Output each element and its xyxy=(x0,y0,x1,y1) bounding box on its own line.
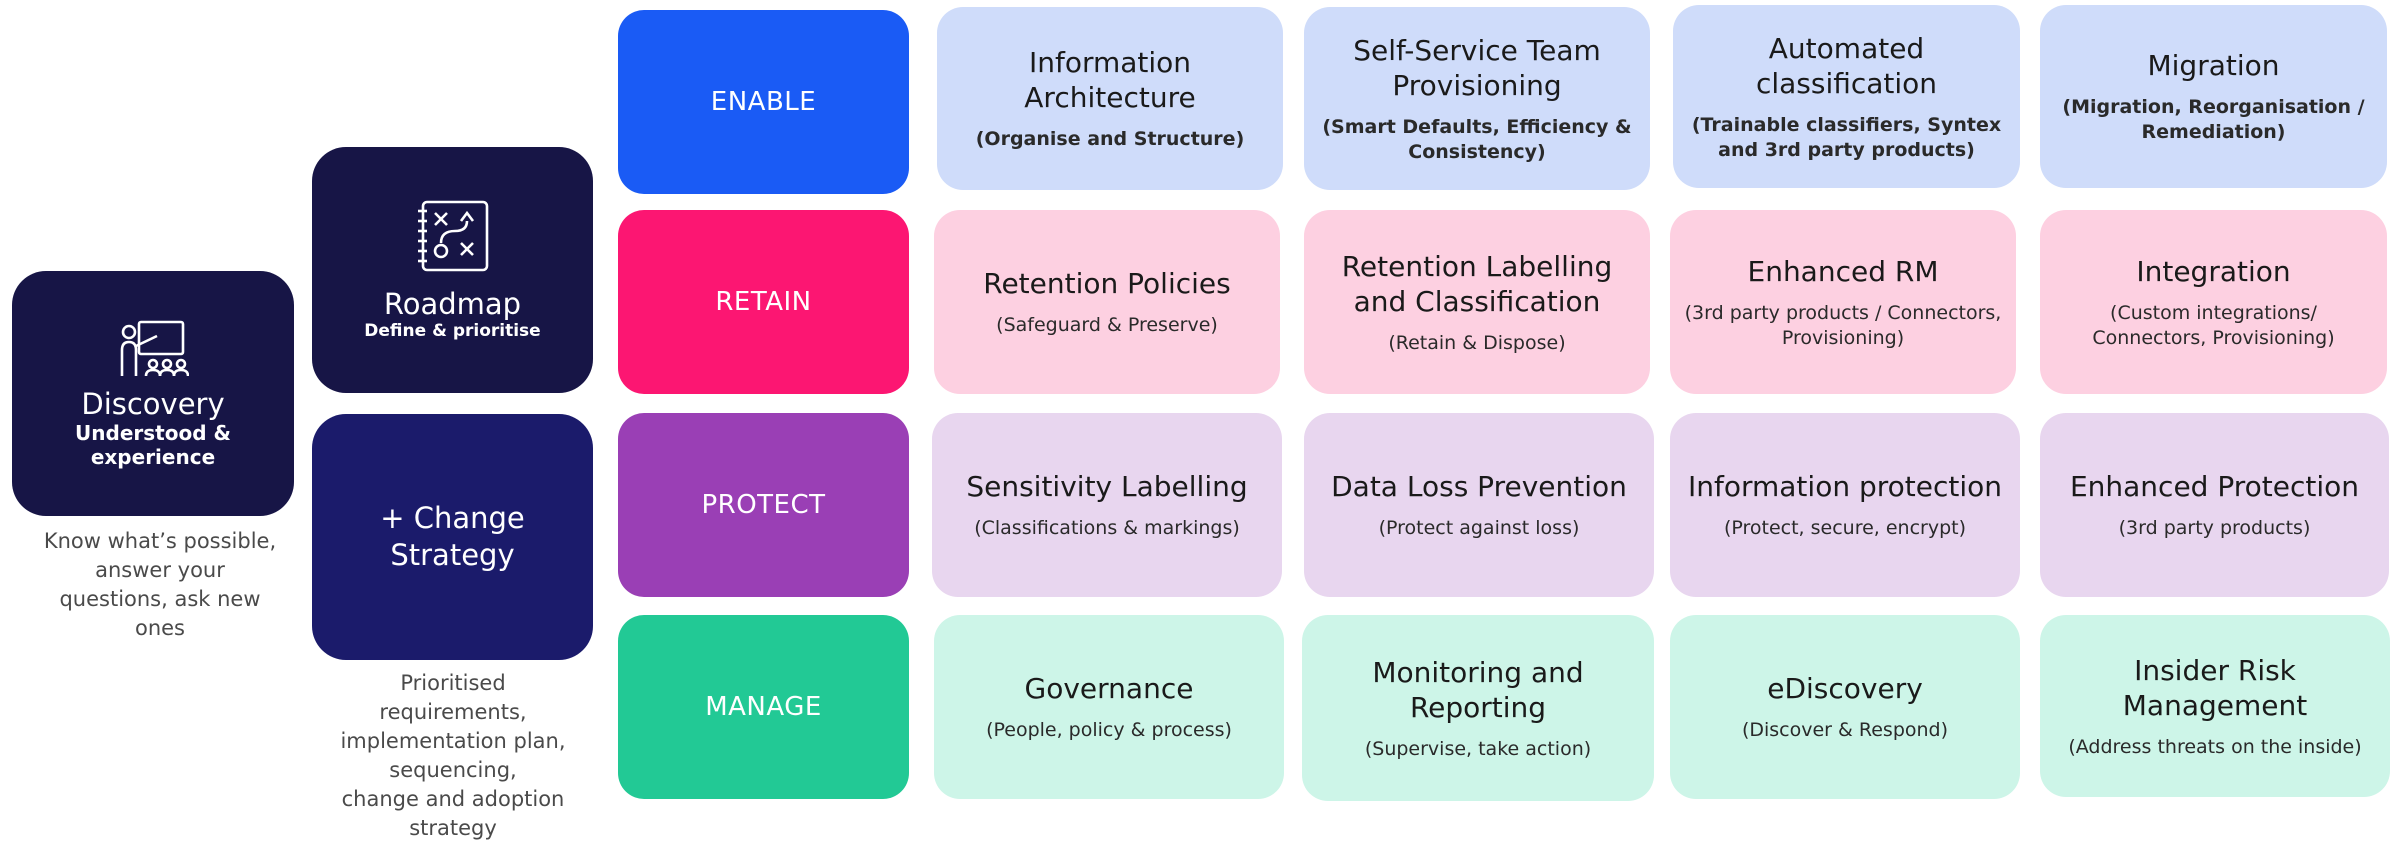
card-subtitle: (3rd party products) xyxy=(2118,517,2311,539)
caption-line: strategy xyxy=(409,816,497,840)
card-title: Enhanced RM xyxy=(1747,254,1939,288)
roadmap-box: Roadmap Define & prioritise xyxy=(312,147,593,393)
card-title: Self-Service Team Provisioning xyxy=(1353,33,1601,102)
card-title: Information Architecture xyxy=(1024,46,1196,114)
card-title: Enhanced Protection xyxy=(2069,470,2360,503)
card-subtitle: (3rd party products / Connectors, Provis… xyxy=(1684,301,2002,349)
card-title: Automated classification xyxy=(1755,31,1938,100)
card-subtitle: (Discover & Respond) xyxy=(1741,719,1949,741)
card-subtitle: (Protect, secure, encrypt) xyxy=(1723,517,1967,539)
card-title: Sensitivity Labelling xyxy=(966,470,1248,503)
card-title: Insider Risk Management xyxy=(2122,653,2308,722)
card-title: Retention Policies xyxy=(983,267,1231,300)
caption-line: requirements, xyxy=(379,700,527,724)
discovery-box: Discovery Understood & experience xyxy=(12,271,294,516)
category-manage: MANAGE xyxy=(618,615,909,799)
card-title: Data Loss Prevention xyxy=(1331,470,1627,503)
roadmap-title: Roadmap xyxy=(383,287,522,321)
card-integration: Integration (Custom integrations/ Connec… xyxy=(2040,210,2387,394)
card-subtitle: (Retain & Dispose) xyxy=(1388,331,1566,354)
card-subtitle: (Trainable classifiers, Syntex and 3rd p… xyxy=(1691,113,2002,161)
card-enhanced-protection: Enhanced Protection (3rd party products) xyxy=(2040,413,2389,597)
card-subtitle: (Smart Defaults, Efficiency & Consistenc… xyxy=(1322,115,1632,163)
card-retention-policies: Retention Policies (Safeguard & Preserve… xyxy=(934,210,1280,394)
card-subtitle: (People, policy & process) xyxy=(986,719,1232,741)
card-title: Information protection xyxy=(1687,470,2002,503)
discovery-subtitle-line2: experience xyxy=(90,445,216,469)
presentation-teacher-icon xyxy=(120,320,189,377)
card-self-service-team-provisioning: Self-Service Team Provisioning (Smart De… xyxy=(1304,7,1650,190)
category-protect: PROTECT xyxy=(618,413,909,597)
card-sensitivity-labelling: Sensitivity Labelling (Classifications &… xyxy=(932,413,1282,597)
card-data-loss-prevention: Data Loss Prevention (Protect against lo… xyxy=(1304,413,1654,597)
card-title: Integration xyxy=(2136,254,2291,288)
card-title: Retention Labelling and Classification xyxy=(1341,249,1613,318)
card-subtitle: (Custom integrations/ Connectors, Provis… xyxy=(2092,301,2335,349)
caption-line: Prioritised xyxy=(400,671,506,695)
caption-line: ones xyxy=(134,616,186,640)
card-enhanced-rm: Enhanced RM (3rd party products / Connec… xyxy=(1670,210,2016,394)
change-strategy-caption: Prioritised requirements, implementation… xyxy=(320,669,586,843)
caption-line: change and adoption xyxy=(341,787,565,811)
change-strategy-box: + Change Strategy xyxy=(312,414,593,660)
strategy-plan-icon xyxy=(417,200,488,272)
roadmap-subtitle: Define & prioritise xyxy=(364,321,541,341)
card-monitoring-reporting: Monitoring and Reporting (Supervise, tak… xyxy=(1302,615,1654,801)
card-governance: Governance (People, policy & process) xyxy=(934,615,1284,799)
card-subtitle: (Migration, Reorganisation / Remediation… xyxy=(2062,96,2365,143)
discovery-caption: Know what’s possible, answer your questi… xyxy=(30,527,290,643)
card-title: eDiscovery xyxy=(1767,672,1923,705)
category-retain: RETAIN xyxy=(618,210,909,394)
card-subtitle: (Supervise, take action) xyxy=(1364,737,1592,760)
card-information-protection: Information protection (Protect, secure,… xyxy=(1670,413,2020,597)
category-enable: ENABLE xyxy=(618,10,909,194)
caption-line: sequencing, xyxy=(389,758,517,782)
card-retention-labelling: Retention Labelling and Classification (… xyxy=(1304,210,1650,394)
card-title: Migration xyxy=(2147,49,2280,82)
card-subtitle: (Organise and Structure) xyxy=(975,128,1245,150)
change-strategy-title-line2: Strategy xyxy=(390,538,515,572)
card-migration: Migration (Migration, Reorganisation / R… xyxy=(2040,5,2387,188)
card-subtitle: (Address threats on the inside) xyxy=(2068,735,2362,758)
discovery-subtitle-line1: Understood & xyxy=(75,421,231,445)
caption-line: implementation plan, xyxy=(340,729,566,753)
card-insider-risk-management: Insider Risk Management (Address threats… xyxy=(2040,615,2390,797)
caption-line: questions, ask new xyxy=(59,587,261,611)
card-title: Monitoring and Reporting xyxy=(1372,655,1584,724)
card-subtitle: (Protect against loss) xyxy=(1378,517,1580,539)
change-strategy-title-line1: + Change xyxy=(380,501,525,535)
discovery-title: Discovery xyxy=(81,387,225,421)
card-ediscovery: eDiscovery (Discover & Respond) xyxy=(1670,615,2020,799)
card-subtitle: (Safeguard & Preserve) xyxy=(996,314,1218,336)
card-title: Governance xyxy=(1024,672,1194,705)
card-automated-classification: Automated classification (Trainable clas… xyxy=(1673,5,2020,188)
card-subtitle: (Classifications & markings) xyxy=(974,517,1240,539)
caption-line: Know what’s possible, xyxy=(43,529,277,553)
caption-line: answer your xyxy=(95,558,225,582)
card-information-architecture: Information Architecture (Organise and S… xyxy=(937,7,1283,190)
